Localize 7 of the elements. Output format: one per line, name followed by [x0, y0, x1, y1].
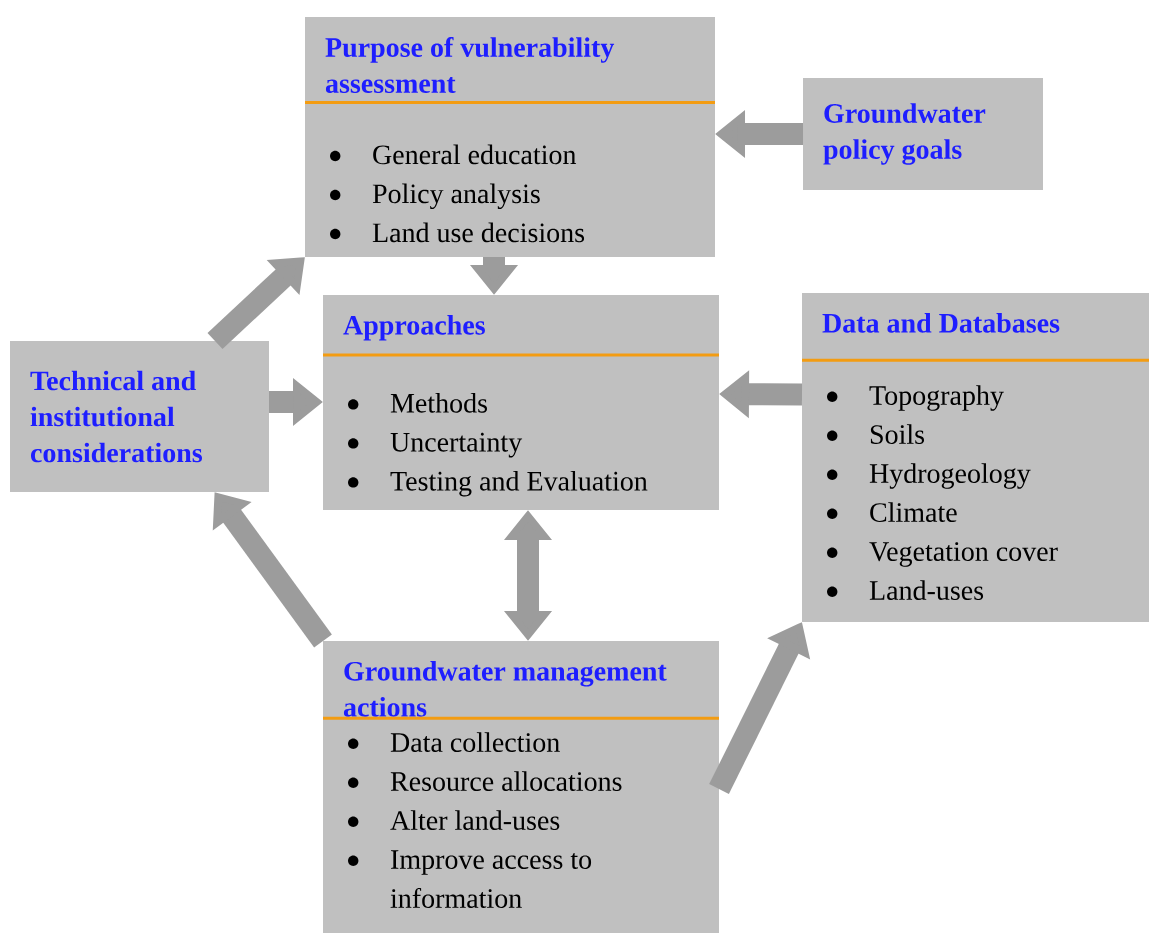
process-box: Groundwater management actions Data collection Resource allocations Alter land-uses Improve access to information [323, 641, 719, 933]
process-box: Purpose of vulnerability assessment General education Policy analysis Land use decisions [305, 17, 715, 257]
process-box: Data and Databases Topography Soils Hydrogeology Climate Vegetation cover Land-uses [802, 293, 1149, 622]
block-arrow [207, 257, 305, 350]
process-box: Technical and institutional considerations [10, 341, 269, 492]
process-box: Approaches Methods Uncertainty Testing and Evaluation [323, 295, 719, 510]
process-box: Groundwater policy goals [803, 78, 1043, 190]
